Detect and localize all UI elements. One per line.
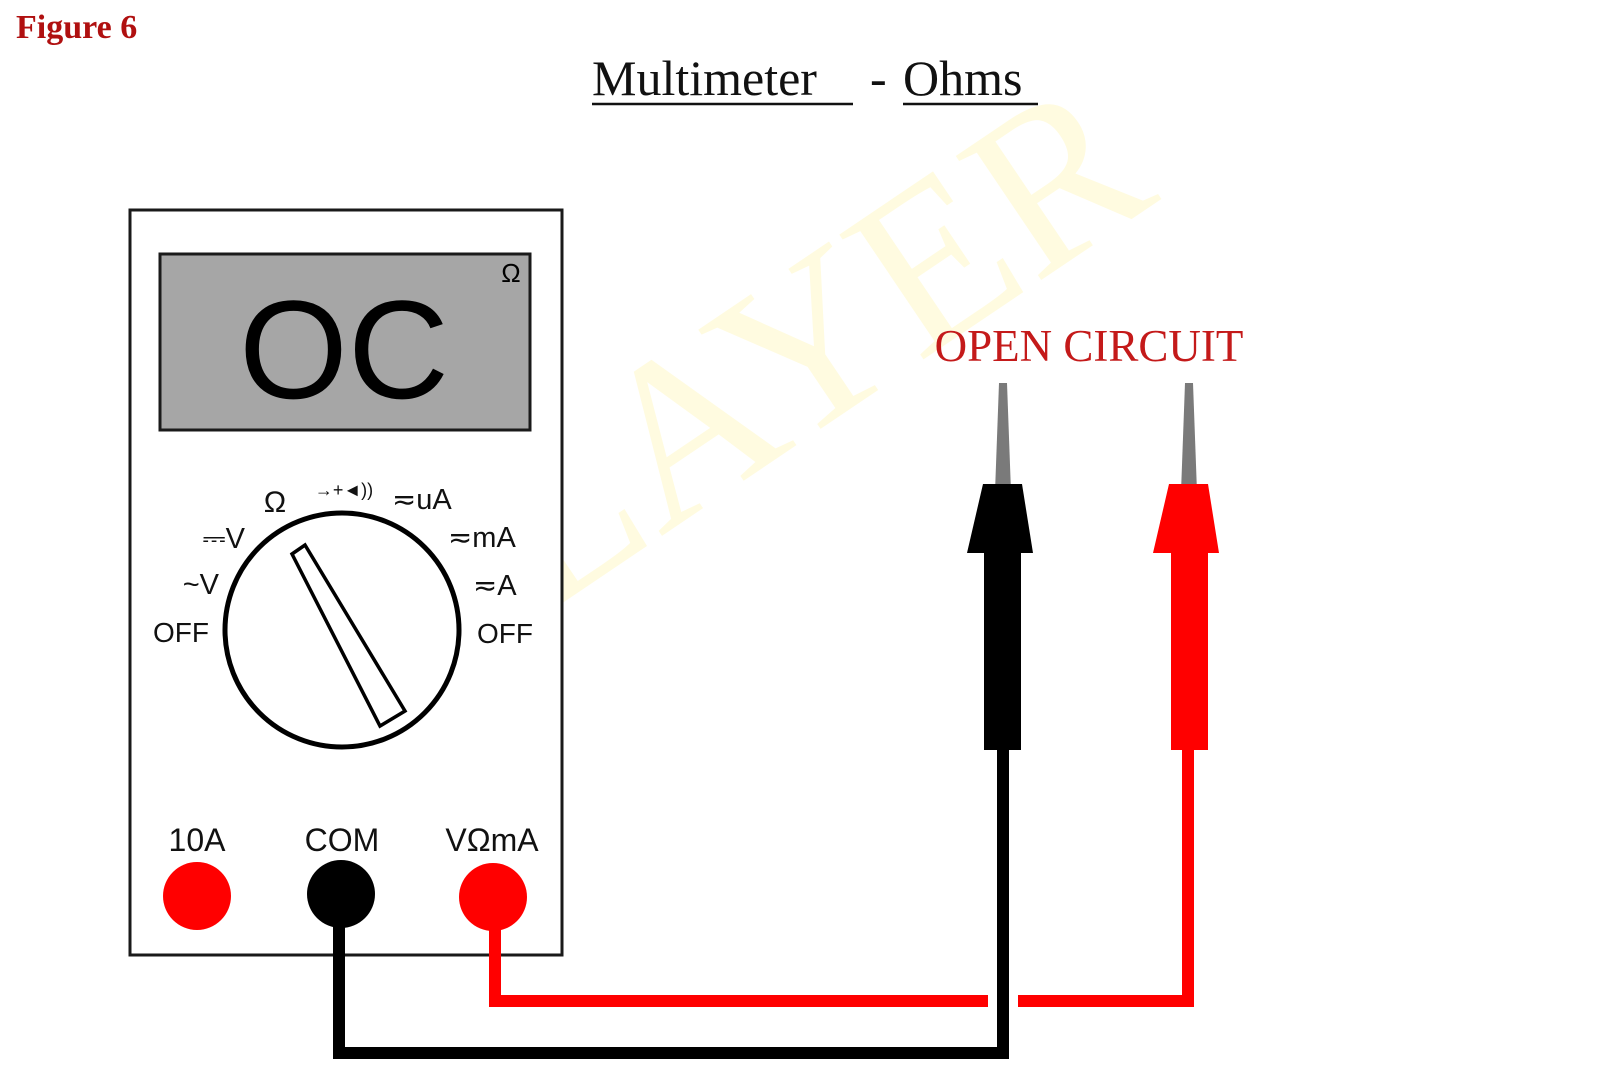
jack-10a[interactable] <box>163 862 231 930</box>
dial-label-off-right: OFF <box>477 618 533 649</box>
title-left: Multimeter <box>592 50 817 106</box>
dial-pointer[interactable] <box>289 542 408 729</box>
dial-label-a: ≂A <box>473 570 517 602</box>
red-probe-tip <box>1181 383 1197 492</box>
red-lead-wire-probe-side <box>1018 740 1194 1007</box>
black-probe-handle <box>984 553 1021 750</box>
black-lead-wire <box>333 740 1009 1059</box>
rotary-dial[interactable] <box>222 510 462 750</box>
dial-label-diode-continuity: →+◄)) <box>315 480 373 500</box>
red-probe-collar <box>1153 484 1219 553</box>
test-leads <box>333 740 1194 1059</box>
jack-com[interactable] <box>307 860 375 928</box>
title-separator: - <box>870 50 887 106</box>
dial-label-acv: ~V <box>183 569 220 601</box>
dial-label-dcv: ⎓V <box>203 523 246 555</box>
red-probe[interactable] <box>1153 383 1219 750</box>
open-circuit-label: OPEN CIRCUIT <box>935 321 1244 371</box>
jack-label-com: COM <box>305 822 380 858</box>
display-value: OC <box>239 271 449 428</box>
jack-vohm-ma[interactable] <box>459 863 527 931</box>
jack-label-10a: 10A <box>169 822 227 858</box>
multimeter: OC Ω Ω →+◄)) ≂uA ⎓V ≂mA ~V ≂A OFF OFF 10… <box>128 208 564 957</box>
red-lead-wire-meter-side <box>489 915 988 1007</box>
dial-label-off-left: OFF <box>153 617 209 648</box>
figure-label: Figure 6 <box>16 9 137 46</box>
jack-label-vohm-ma: VΩmA <box>445 822 539 858</box>
black-probe-collar <box>967 484 1033 553</box>
meter-display <box>158 252 532 432</box>
title-right: Ohms <box>903 50 1022 106</box>
dial-label-ua: ≂uA <box>392 484 452 516</box>
dial-label-ohm: Ω <box>264 486 286 519</box>
dial-label-ma: ≂mA <box>448 522 516 554</box>
black-probe-tip <box>995 383 1011 492</box>
page-title: Multimeter - Ohms <box>592 50 1038 106</box>
display-unit: Ω <box>501 258 520 288</box>
black-probe[interactable] <box>967 383 1033 750</box>
red-probe-handle <box>1171 553 1208 750</box>
